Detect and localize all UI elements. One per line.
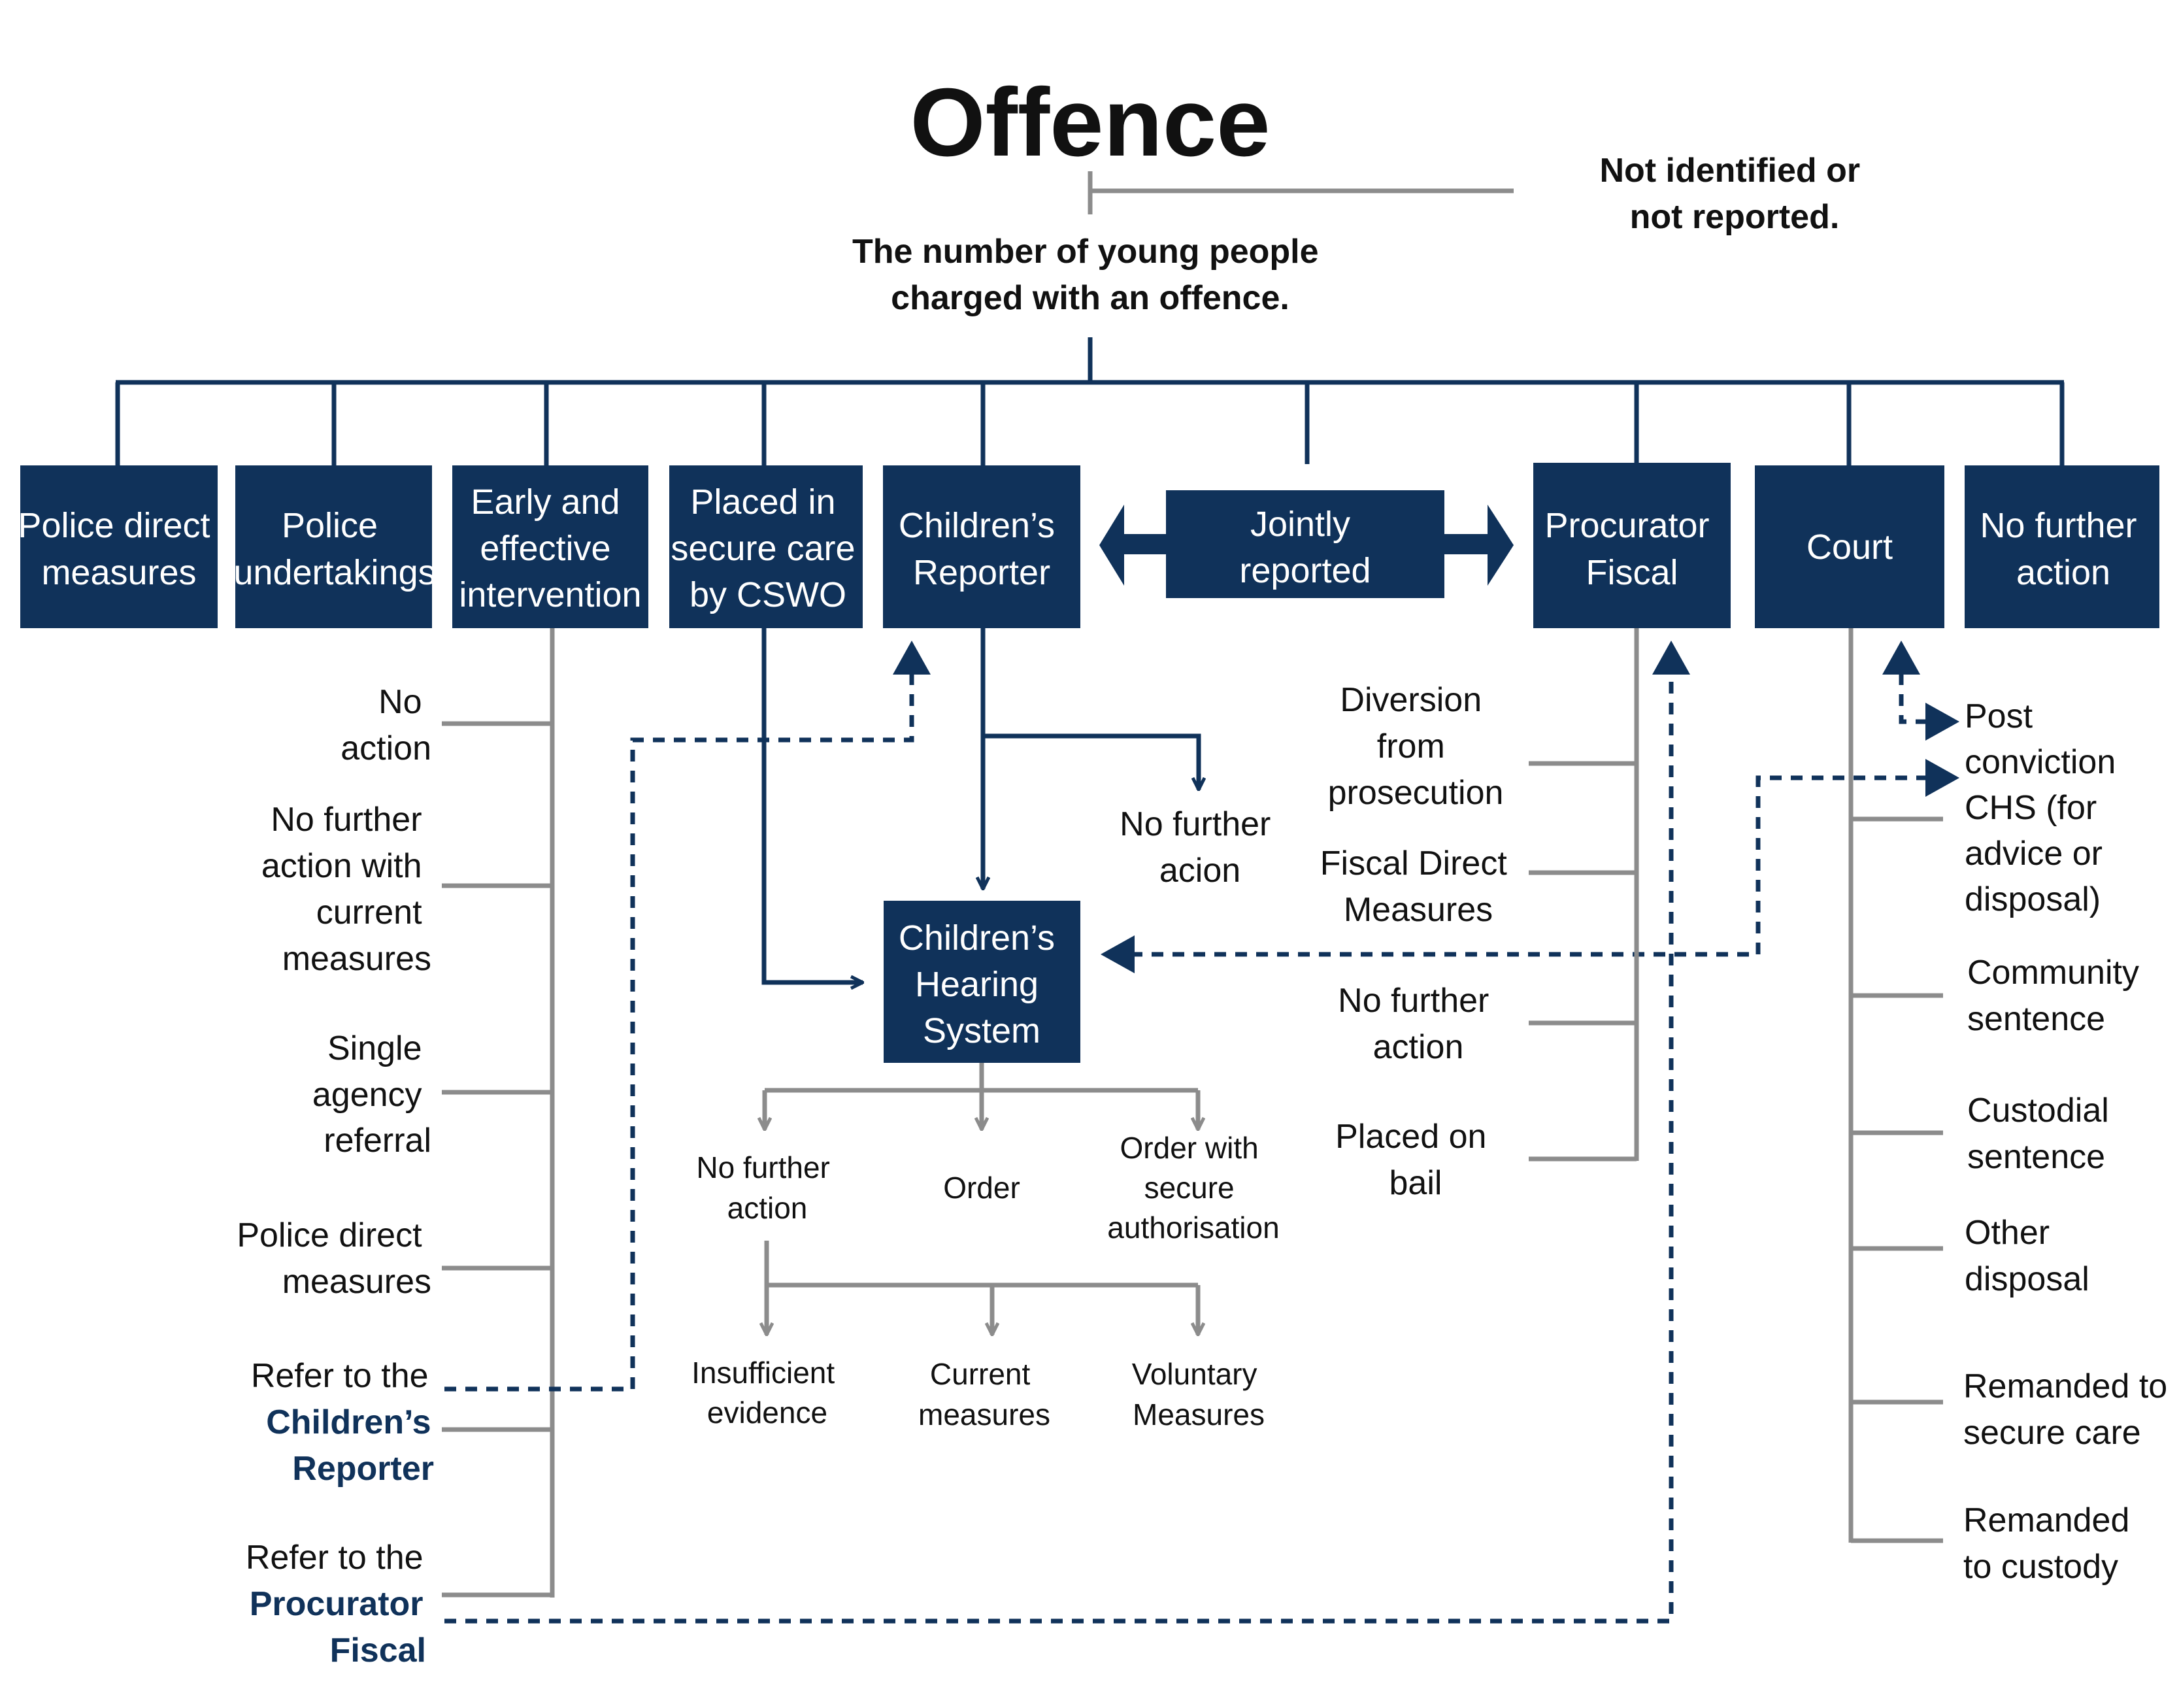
fiscal-outcome-fiscal-direct-measures: Fiscal Direct Measures xyxy=(1320,845,1516,929)
hearing-outcome-no-further-action: No further action xyxy=(696,1150,838,1225)
fiscal-outcome-lines xyxy=(1529,628,1639,1162)
dashed-court-to-hearing xyxy=(1131,775,1928,957)
reporter-no-further-acion: No further acion xyxy=(1120,805,1280,890)
dashed-to-childrens-reporter xyxy=(444,673,914,1392)
box-court: Court xyxy=(1755,465,1944,628)
arrow-up-childrens-reporter xyxy=(893,641,931,675)
fiscal-outcome-placed-on-bail: Placed on bail xyxy=(1335,1118,1496,1202)
top-branch-lines xyxy=(115,337,2065,465)
svg-text:Procurator Fiscal: Procurator Fiscal xyxy=(1544,506,1719,592)
svg-text:Court: Court xyxy=(1806,527,1893,567)
hearing-sub-insufficient-evidence: Insufficient evidence xyxy=(691,1356,843,1430)
outcome-no-action: No action xyxy=(341,683,431,767)
box-childrens-reporter: Children’s Reporter xyxy=(883,465,1080,628)
svg-text:Children’s Hearing: Children’s Hearing System xyxy=(899,918,1065,1050)
arrow-right-post-conviction-b xyxy=(1925,759,1959,797)
joint-arrow-left xyxy=(1099,505,1124,586)
court-outcome-community-sentence: Community sentence xyxy=(1967,954,2148,1038)
box-childrens-hearing-system: Children’s Hearing System xyxy=(884,901,1080,1063)
outcome-refer-childrens-reporter: Refer to the Children’s Reporter xyxy=(251,1357,434,1488)
fiscal-outcome-no-further-action: No further action xyxy=(1338,982,1499,1066)
svg-text:Placed in secure care: Placed in secure care by CSWO xyxy=(671,482,865,614)
arrow-left-hearing-system xyxy=(1101,935,1135,973)
outcome-no-further-action-current-measures: No further action with current measures xyxy=(261,801,431,978)
outcome-single-agency-referral: Single agency referral xyxy=(312,1030,431,1160)
svg-text:Police undertakings: Police undertakings xyxy=(233,506,435,592)
box-no-further-action: No further action xyxy=(1965,465,2159,628)
arrow-up-procurator-fiscal xyxy=(1652,641,1690,675)
jointly-reported-group: Jointly reported xyxy=(1099,490,1514,598)
hearing-sub-voluntary-measures: Voluntary Measures xyxy=(1132,1357,1266,1432)
box-early-effective-intervention: Early and effective intervention xyxy=(452,465,648,628)
joint-arrow-right xyxy=(1488,505,1514,586)
fiscal-outcome-diversion: Diversion from prosecution xyxy=(1328,681,1504,812)
hearing-outcome-order-secure: Order with secure authorisation xyxy=(1107,1131,1279,1245)
early-intervention-lines xyxy=(442,628,555,1598)
box-procurator-fiscal: Procurator Fiscal xyxy=(1533,463,1731,628)
box-police-direct-measures: Police direct measures xyxy=(18,465,220,628)
dashed-to-procurator-fiscal xyxy=(444,673,1674,1624)
court-outcome-post-conviction: Post conviction CHS (for advice or dispo… xyxy=(1965,697,2125,918)
reporter-flow-lines xyxy=(761,628,1199,982)
dashed-court-to-post-conviction xyxy=(1899,673,1928,724)
court-outcome-lines xyxy=(1848,628,1943,1543)
svg-text:No further action: No further action xyxy=(1980,506,2146,592)
hearing-sub-current-measures: Current measures xyxy=(918,1357,1050,1432)
dashed-referral-lines xyxy=(444,673,1928,1624)
svg-text:Jointly reported: Jointly reported xyxy=(1239,505,1371,590)
arrow-right-post-conviction-a xyxy=(1925,703,1959,741)
court-outcome-remanded-custody: Remanded to custody xyxy=(1963,1501,2139,1586)
box-secure-care-cswo: Placed in secure care by CSWO xyxy=(669,465,865,628)
arrow-up-court xyxy=(1882,641,1920,675)
outcome-refer-procurator-fiscal: Refer to the Procurator Fiscal xyxy=(246,1539,426,1669)
hearing-outcome-order: Order xyxy=(943,1171,1020,1205)
page-title: Offence xyxy=(910,69,1270,176)
svg-text:Police direct measures: Police direct measures xyxy=(18,506,220,592)
box-jointly-reported xyxy=(1166,490,1444,598)
box-police-undertakings: Police undertakings xyxy=(233,465,436,628)
not-identified-label: Not identified or not reported. xyxy=(1599,152,1869,236)
hearing-outcome-lines xyxy=(765,1063,1198,1335)
court-outcome-custodial-sentence: Custodial sentence xyxy=(1967,1092,2118,1176)
svg-text:Children’s Reporter: Children’s Reporter xyxy=(899,506,1065,592)
court-outcome-remanded-secure-care: Remanded to secure care xyxy=(1963,1367,2177,1452)
svg-text:Early and effective: Early and effective intervention xyxy=(459,482,641,614)
charged-label: The number of young people charged with … xyxy=(852,233,1328,317)
outcome-police-direct-measures: Police direct measures xyxy=(237,1216,431,1301)
court-outcome-other-disposal: Other disposal xyxy=(1965,1214,2089,1298)
